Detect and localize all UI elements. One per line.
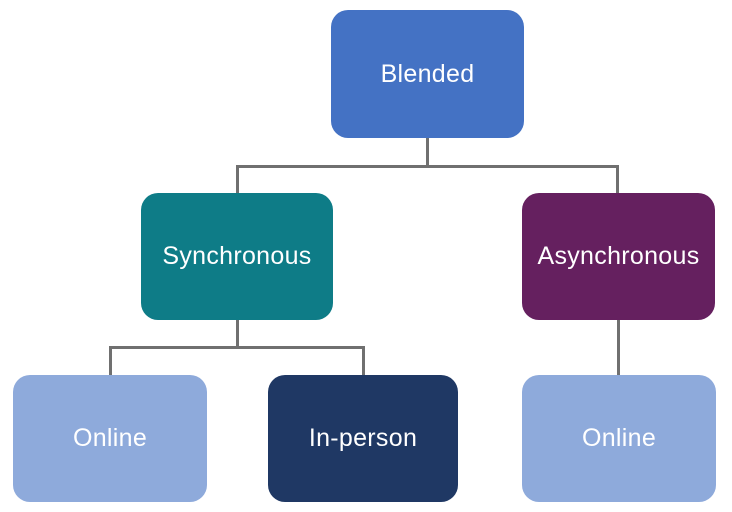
edge-asynchronous-online (617, 320, 620, 375)
node-asynchronous-label: Asynchronous (537, 242, 700, 270)
edge-drop-synchronous (236, 165, 239, 193)
node-in-person-label: In-person (308, 424, 418, 452)
node-online-asynchronous-label: Online (581, 424, 657, 452)
node-online-synchronous: Online (13, 375, 207, 502)
node-blended-label: Blended (380, 59, 475, 88)
node-blended: Blended (331, 10, 524, 138)
node-in-person: In-person (268, 375, 458, 502)
node-online-synchronous-label: Online (72, 424, 148, 452)
node-synchronous: Synchronous (141, 193, 333, 320)
node-asynchronous: Asynchronous (522, 193, 715, 320)
edge-level1-horizontal (236, 165, 619, 168)
edge-blended-stem (426, 138, 429, 168)
node-synchronous-label: Synchronous (162, 242, 312, 270)
edge-drop-online-sync (109, 346, 112, 375)
edge-drop-asynchronous (616, 165, 619, 193)
edge-level2-horizontal (109, 346, 365, 349)
node-online-asynchronous: Online (522, 375, 716, 502)
edge-drop-in-person (362, 346, 365, 375)
edge-synchronous-stem (236, 320, 239, 348)
